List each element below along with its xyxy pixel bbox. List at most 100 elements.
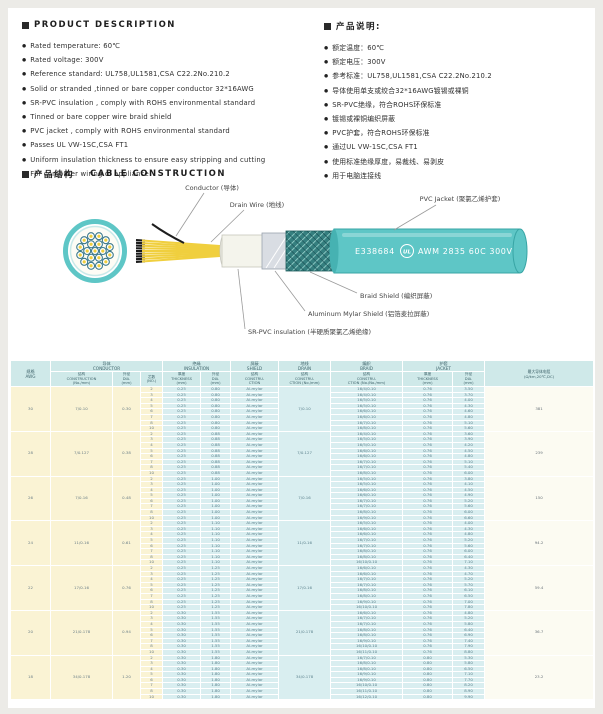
product-description-title: PRODUCT DESCRIPTION bbox=[34, 20, 176, 30]
cell-shield-construction: Al-mylar bbox=[230, 419, 280, 427]
cell-jacket-dia: 6.00 bbox=[452, 469, 486, 477]
cell-drain-construction: 21/0.178 bbox=[278, 609, 332, 656]
ul-logo-text: UL bbox=[403, 250, 411, 256]
label-leader-lines bbox=[175, 192, 437, 330]
product-description-cn-heading: 产品说明: bbox=[324, 20, 589, 32]
core-center bbox=[78, 253, 82, 257]
core-center bbox=[89, 256, 93, 260]
cell-insulation-dia: 1.80 bbox=[200, 693, 232, 701]
cell-shield-construction: Al-mylar bbox=[230, 397, 280, 404]
cell-awg: 28 bbox=[10, 430, 51, 477]
cell-jacket-dia: 3.70 bbox=[452, 391, 486, 399]
description-item-cn: 镀锡或裸铜编织屏蔽 bbox=[324, 113, 589, 127]
core-center bbox=[108, 253, 112, 257]
cell-shield-construction: Al-mylar bbox=[230, 408, 280, 415]
description-item: PVC jacket , comply with ROHS environmen… bbox=[22, 125, 324, 139]
cell-cores: 3 bbox=[139, 481, 164, 488]
core-center bbox=[104, 260, 108, 264]
core-center bbox=[97, 242, 101, 246]
cell-jacket-dia: 5.40 bbox=[452, 464, 486, 471]
core-center bbox=[104, 238, 108, 242]
description-item: Rated voltage: 300V bbox=[22, 54, 324, 68]
cross-section-cores bbox=[76, 232, 114, 270]
cell-shield-construction: Al-mylar bbox=[230, 441, 280, 449]
cell-jacket-dia: 5.20 bbox=[452, 497, 486, 505]
label-mylar-shield: Aluminum Mylar Shield (铝箔麦拉屏蔽) bbox=[308, 309, 429, 318]
cell-max-resistance: 239 bbox=[484, 430, 595, 477]
cell-jacket-dia: 4.50 bbox=[452, 447, 486, 455]
cell-jacket-dia: 5.60 bbox=[452, 425, 486, 432]
cell-conductor-dia: 0.94 bbox=[112, 609, 141, 656]
cell-jacket-dia: 4.00 bbox=[452, 397, 486, 404]
cell-shield-construction: Al-mylar bbox=[230, 503, 280, 511]
strand bbox=[141, 242, 226, 249]
cell-cores: 8 bbox=[139, 464, 164, 471]
description-item-cn: 使用标准绝缘厚度，易裁线、易剥皮 bbox=[324, 156, 589, 170]
cell-jacket-dia: 3.80 bbox=[452, 475, 486, 483]
cell-drain-construction: 7/0.127 bbox=[278, 430, 332, 477]
label-sr-pvc-insulation: SR-PVC insulation (半硬质聚氯乙烯绝缘) bbox=[248, 327, 371, 336]
diagram-labels: Conductor (导体) Drain Wire (地线) PVC Jacke… bbox=[185, 183, 500, 336]
cell-max-resistance: 36.7 bbox=[484, 609, 595, 656]
cell-jacket-dia: 5.60 bbox=[452, 503, 486, 511]
cell-conductor-dia: 0.30 bbox=[112, 386, 141, 432]
cell-cores: 6 bbox=[139, 497, 164, 505]
cell-jacket-dia: 5.10 bbox=[452, 419, 486, 427]
product-description-section: PRODUCT DESCRIPTION Rated temperature: 6… bbox=[22, 20, 324, 184]
cell-jacket-dia: 4.80 bbox=[452, 414, 486, 421]
core-center bbox=[89, 234, 93, 238]
cell-cores: 3 bbox=[139, 391, 164, 399]
cell-conductor-dia: 0.48 bbox=[112, 475, 141, 522]
description-item: SR-PVC insulation , comply with ROHS env… bbox=[22, 97, 324, 111]
cell-awg: 20 bbox=[10, 609, 51, 656]
product-description-cn-title: 产品说明: bbox=[336, 22, 381, 32]
description-item-cn: 额定温度：60℃ bbox=[324, 42, 589, 56]
core-center bbox=[85, 249, 89, 253]
cable-construction-heading: 产品结构 CABLE CONSTRUCTION bbox=[22, 168, 226, 180]
cell-insulation-thickness: 0.30 bbox=[162, 693, 202, 701]
cell-cores: 6 bbox=[139, 408, 164, 415]
cell-conductor-construction: 7/0.16 bbox=[50, 475, 113, 522]
leader-drain bbox=[210, 209, 245, 243]
cable-cross-section bbox=[63, 219, 127, 283]
cell-shield-construction: Al-mylar bbox=[230, 492, 280, 499]
drain-wire bbox=[151, 223, 185, 244]
cell-shield-construction: Al-mylar bbox=[230, 391, 280, 399]
leader-jacket bbox=[393, 204, 437, 231]
insulation-layer bbox=[221, 234, 267, 268]
cell-conductor-construction: 11/0.16 bbox=[50, 520, 113, 566]
cell-shield-construction: Al-mylar bbox=[230, 481, 280, 488]
description-item: Tinned or bare copper wire braid shield bbox=[22, 111, 324, 125]
cell-shield-construction: Al-mylar bbox=[230, 425, 280, 432]
cell-jacket-dia: 4.20 bbox=[452, 441, 486, 449]
braid-weave-dark bbox=[286, 231, 338, 271]
cell-shield-construction: Al-mylar bbox=[230, 402, 280, 410]
